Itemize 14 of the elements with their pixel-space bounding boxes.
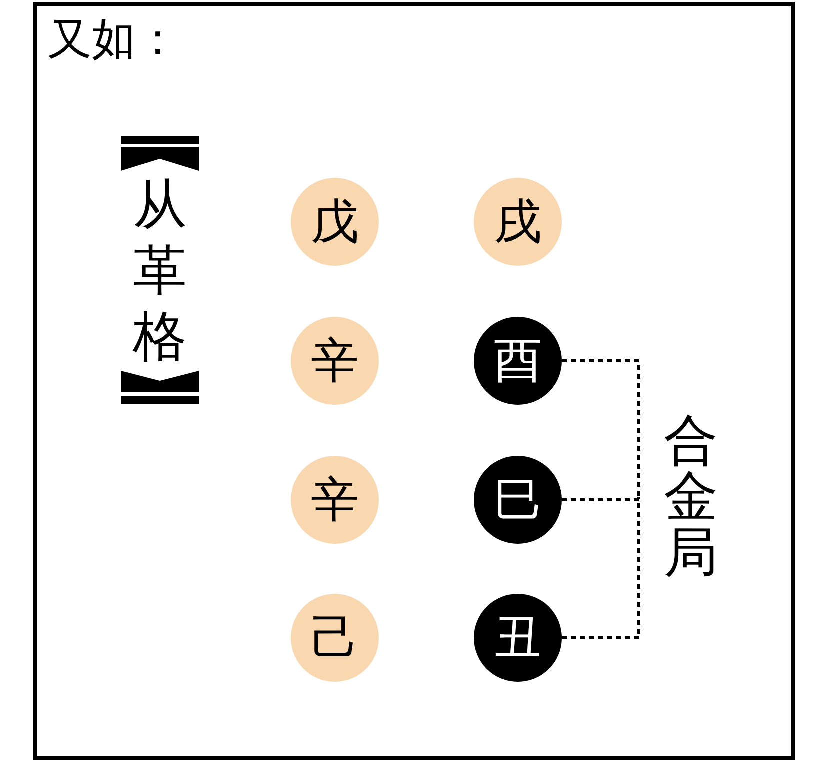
connector-line [562,497,640,640]
circle-node: 酉 [474,317,562,405]
circle-node: 丑 [474,594,562,682]
circle-node: 戊 [291,178,379,266]
circle-node: 辛 [291,317,379,405]
circle-node: 巳 [474,456,562,544]
vertical-label: 合金局 [639,413,719,581]
connector-line [562,360,640,497]
title: 又如： [48,14,180,66]
connector-line [562,498,639,502]
vertical-label: 从革格 [132,172,188,370]
circle-node: 己 [291,594,379,682]
circle-node: 辛 [291,456,379,544]
circle-node: 戌 [474,178,562,266]
